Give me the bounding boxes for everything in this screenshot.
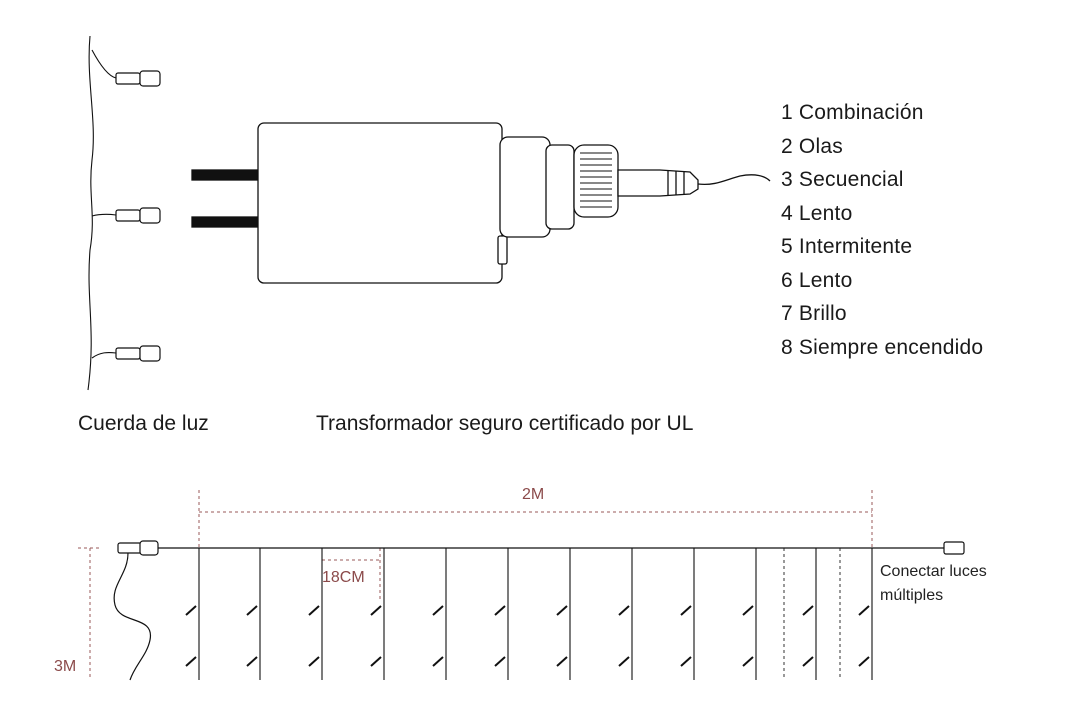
lead-wire (113, 552, 151, 681)
string-caption: Cuerda de luz (78, 412, 209, 435)
curtain-bulb (185, 656, 197, 667)
curtain-diagram (78, 490, 965, 681)
mode-item: 2 Olas (781, 134, 843, 158)
mode-item: 1 Combinación (781, 101, 924, 124)
bulb-sockets (115, 70, 161, 362)
connect-note-line2: múltiples (880, 587, 944, 604)
curtain-bulb (802, 656, 814, 667)
curtain-bulb (742, 656, 754, 667)
mode-item: 5 Intermitente (781, 235, 913, 258)
transformer-caption: Transformador seguro certificado por UL (316, 412, 694, 435)
curtain-bulb (802, 605, 814, 616)
transformer-body (257, 122, 503, 284)
curtain-bulb (494, 656, 506, 667)
curtain-bulb (742, 605, 754, 616)
connect-note: Conectar luces múltiples (880, 560, 987, 608)
plug-prong-top (191, 169, 259, 181)
curtain-bulb (556, 656, 568, 667)
output-cable (697, 174, 771, 186)
connector-nut (573, 144, 619, 218)
input-connector (117, 542, 143, 554)
bulb-socket-bottom (115, 347, 141, 360)
curtain-bulb (556, 605, 568, 616)
spacing-label: 18CM (322, 569, 365, 586)
curtain-bulb (246, 605, 258, 616)
height-label: 3M (54, 658, 77, 675)
plug-prong-bottom (191, 216, 259, 228)
cable-sleeve (617, 169, 699, 197)
mode-item: 3 Secuencial (781, 168, 904, 191)
mode-item: 6 Lento (781, 268, 853, 292)
bulb-socket-middle (115, 209, 141, 222)
curtain-bulb (494, 605, 506, 616)
curtain-bulb (618, 656, 630, 667)
transformer (191, 122, 771, 284)
curtain-bulb (680, 656, 692, 667)
curtain-bulb (680, 605, 692, 616)
light-string (87, 35, 117, 391)
curtain-bulb (858, 605, 870, 616)
curtain-bulb (432, 605, 444, 616)
connector-collar (499, 136, 551, 238)
curtain-bulb (432, 656, 444, 667)
curtain-bulb (370, 656, 382, 667)
curtain-bulb (308, 656, 320, 667)
curtain-bulb (308, 605, 320, 616)
curtain-bulb (246, 656, 258, 667)
curtain-bulb (618, 605, 630, 616)
end-connector (943, 541, 965, 555)
connect-note-line1: Conectar luces (880, 563, 987, 580)
mode-item: 8 Siempre encendido (781, 335, 984, 359)
width-label: 2M (522, 486, 545, 503)
bulb-socket-top (115, 72, 141, 85)
curtain-bulb (185, 605, 197, 616)
curtain-bulb (370, 605, 382, 616)
mode-item: 7 Brillo (781, 302, 847, 325)
curtain-bulb (858, 656, 870, 667)
flash-mode-list: 1 Combinación 2 Olas 3 Secuencial 4 Lent… (781, 96, 983, 364)
mode-item: 4 Lento (781, 201, 853, 225)
